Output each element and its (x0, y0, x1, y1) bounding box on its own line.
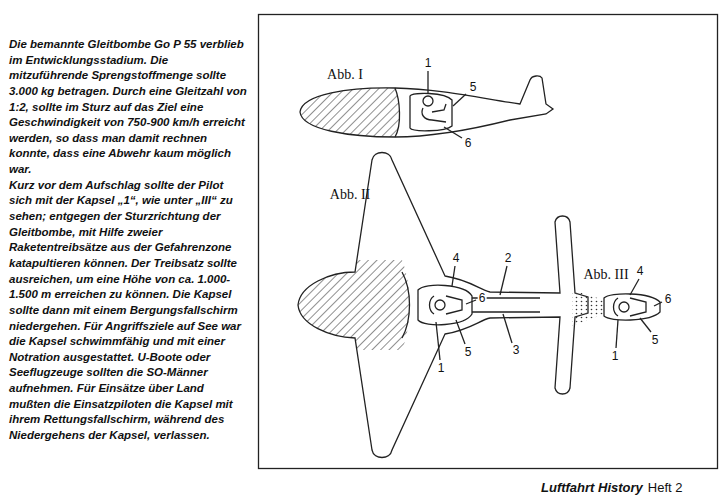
callout-number: 2 (504, 252, 513, 264)
callout-number: 4 (636, 265, 645, 277)
callout-number: 5 (464, 346, 473, 358)
body-text: Die bemannte Gleitbombe Go P 55 verblieb… (9, 37, 247, 178)
callout-number: 6 (664, 293, 673, 305)
top-view (290, 153, 588, 458)
footer-text: Heft 2 (648, 481, 683, 494)
callout-number: 6 (478, 292, 487, 304)
panel-frame (259, 15, 718, 469)
callout-number: 5 (469, 81, 478, 93)
figure-label: Abb. II (330, 188, 370, 202)
figure-label: Abb. I (327, 68, 363, 82)
body-text: Kurz vor dem Aufschlag sollte der Pilot … (9, 178, 247, 444)
callout-number: 1 (437, 362, 446, 374)
footer-text: Luftfahrt History (541, 481, 643, 494)
capsule-view (572, 279, 662, 348)
text-column: Die bemannte Gleitbombe Go P 55 verblieb… (9, 37, 247, 444)
callout-number: 1 (424, 57, 433, 69)
callout-number: 3 (512, 344, 521, 356)
callout-number: 6 (464, 137, 473, 149)
callout-number: 1 (611, 350, 620, 362)
figure-label: Abb. III (583, 268, 628, 282)
callout-number: 4 (452, 252, 461, 264)
callout-number: 5 (651, 334, 660, 346)
